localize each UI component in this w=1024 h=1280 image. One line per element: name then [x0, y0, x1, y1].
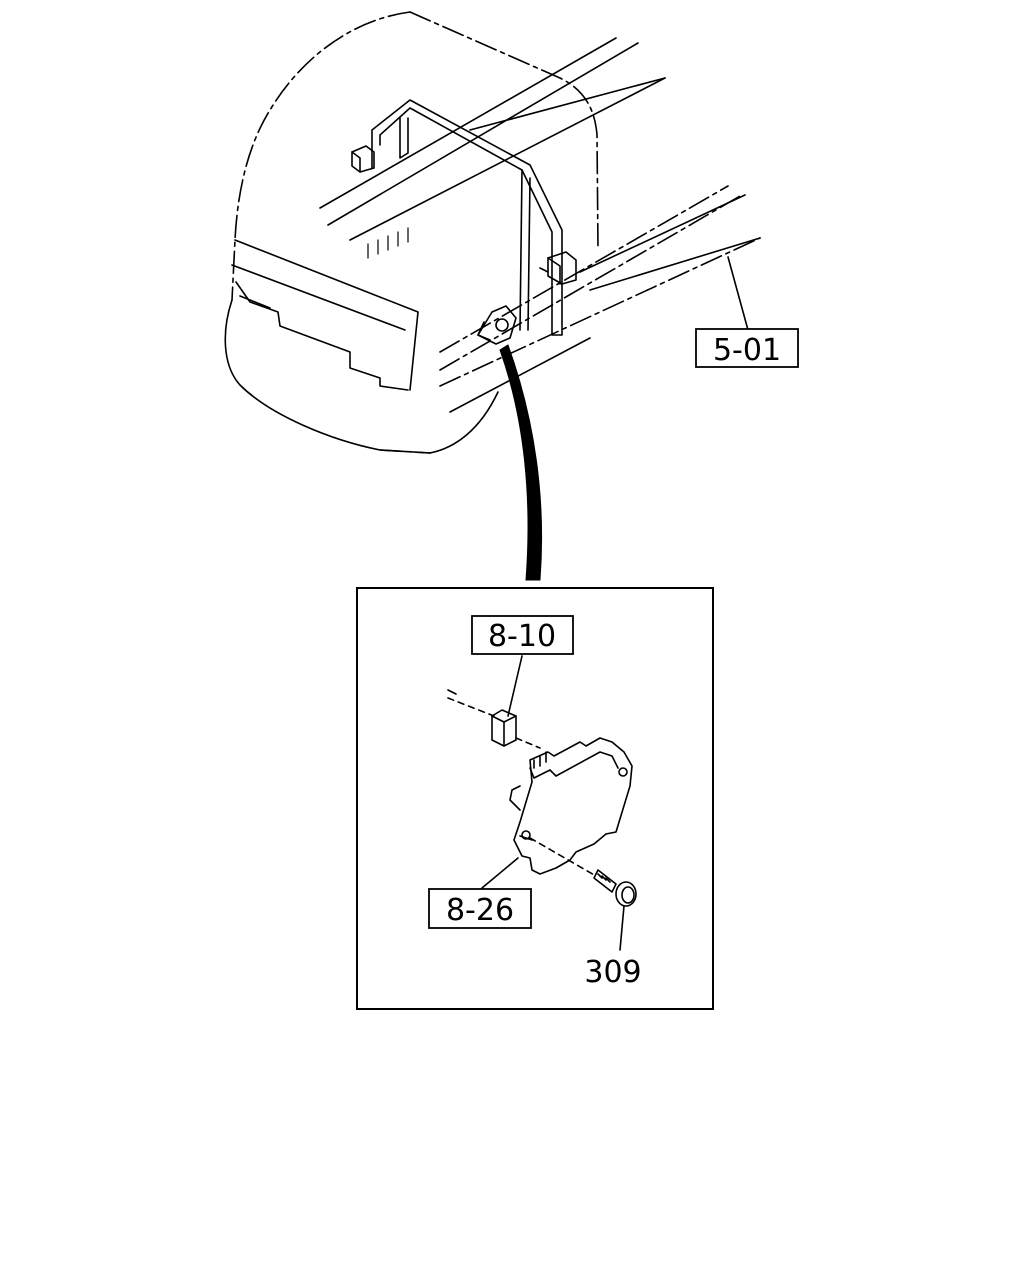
- callout-8-10[interactable]: 8-10: [471, 615, 574, 655]
- vehicle-cab-illustration: [224, 11, 761, 454]
- callout-8-26-label: 8-26: [446, 893, 514, 928]
- callout-5-01-label: 5-01: [713, 333, 781, 368]
- callout-8-26[interactable]: 8-26: [428, 888, 532, 929]
- connector-8-10: [491, 709, 517, 747]
- detail-view: [356, 587, 714, 1010]
- zoom-pointer: [499, 344, 543, 581]
- callout-309[interactable]: 309: [584, 955, 641, 990]
- module-8-26: [509, 737, 633, 875]
- callout-5-01[interactable]: 5-01: [695, 328, 799, 368]
- callout-309-label: 309: [584, 955, 641, 990]
- bolt-309: [593, 869, 637, 907]
- callout-8-10-label: 8-10: [488, 619, 556, 654]
